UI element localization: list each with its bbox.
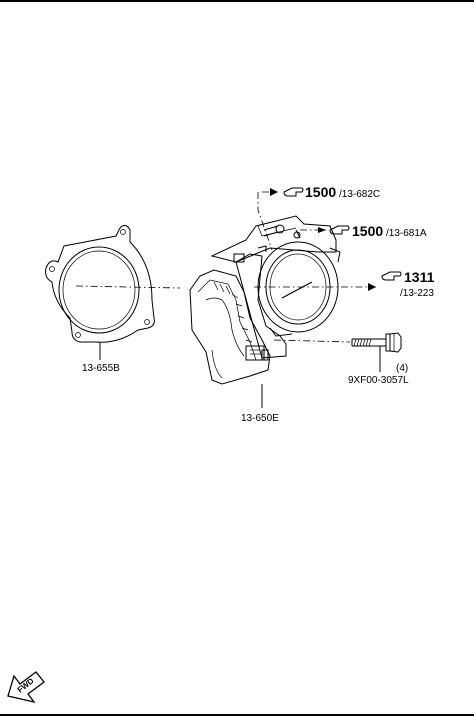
bolt-part[interactable] <box>351 332 402 353</box>
pointing-hand-icon <box>283 187 304 197</box>
callout-1311-13-223[interactable]: 1311 /13-223 <box>381 269 435 299</box>
assembly-line-gasket <box>75 285 181 289</box>
assembly-line-bolt <box>273 339 351 343</box>
callout-reference: /13-223 <box>400 288 434 299</box>
throttle-body-part[interactable] <box>189 215 341 385</box>
pointing-hand-icon <box>381 271 402 281</box>
top-nut <box>233 253 245 263</box>
gasket-part-label[interactable]: 13-655B <box>82 363 120 374</box>
bolt-quantity-label: (4) <box>396 363 408 374</box>
callout-reference: /13-681A <box>386 228 427 239</box>
forward-arrow-icon <box>7 671 45 704</box>
callout-1500-13-681a[interactable]: 1500 /13-681A <box>329 223 427 239</box>
throttle-plate <box>281 281 313 299</box>
gasket-hole-right <box>144 319 150 325</box>
arrowhead-bore <box>368 283 376 291</box>
callout-reference: /13-682C <box>339 189 380 200</box>
callout-number: 1500 <box>305 184 336 200</box>
pointing-hand-icon <box>329 225 350 235</box>
bolt-part-label[interactable]: 9XF00-3057L <box>348 375 409 386</box>
throttle-body-part-label[interactable]: 13-650E <box>241 413 279 424</box>
arrowhead-top <box>270 188 278 196</box>
callout-1500-13-682c[interactable]: 1500 /13-682C <box>283 184 380 200</box>
forward-direction-badge: FWD <box>7 671 45 704</box>
assembly-line-top-stud <box>257 192 273 251</box>
gasket-hole-top <box>120 229 126 235</box>
gasket-hole-left <box>49 266 55 272</box>
arrowhead-side <box>318 227 326 233</box>
callout-number: 1311 <box>404 269 435 285</box>
gasket-hole-bottom <box>75 332 81 338</box>
gasket-part[interactable] <box>45 224 155 343</box>
callout-number: 1500 <box>352 223 383 239</box>
connector <box>245 345 265 361</box>
